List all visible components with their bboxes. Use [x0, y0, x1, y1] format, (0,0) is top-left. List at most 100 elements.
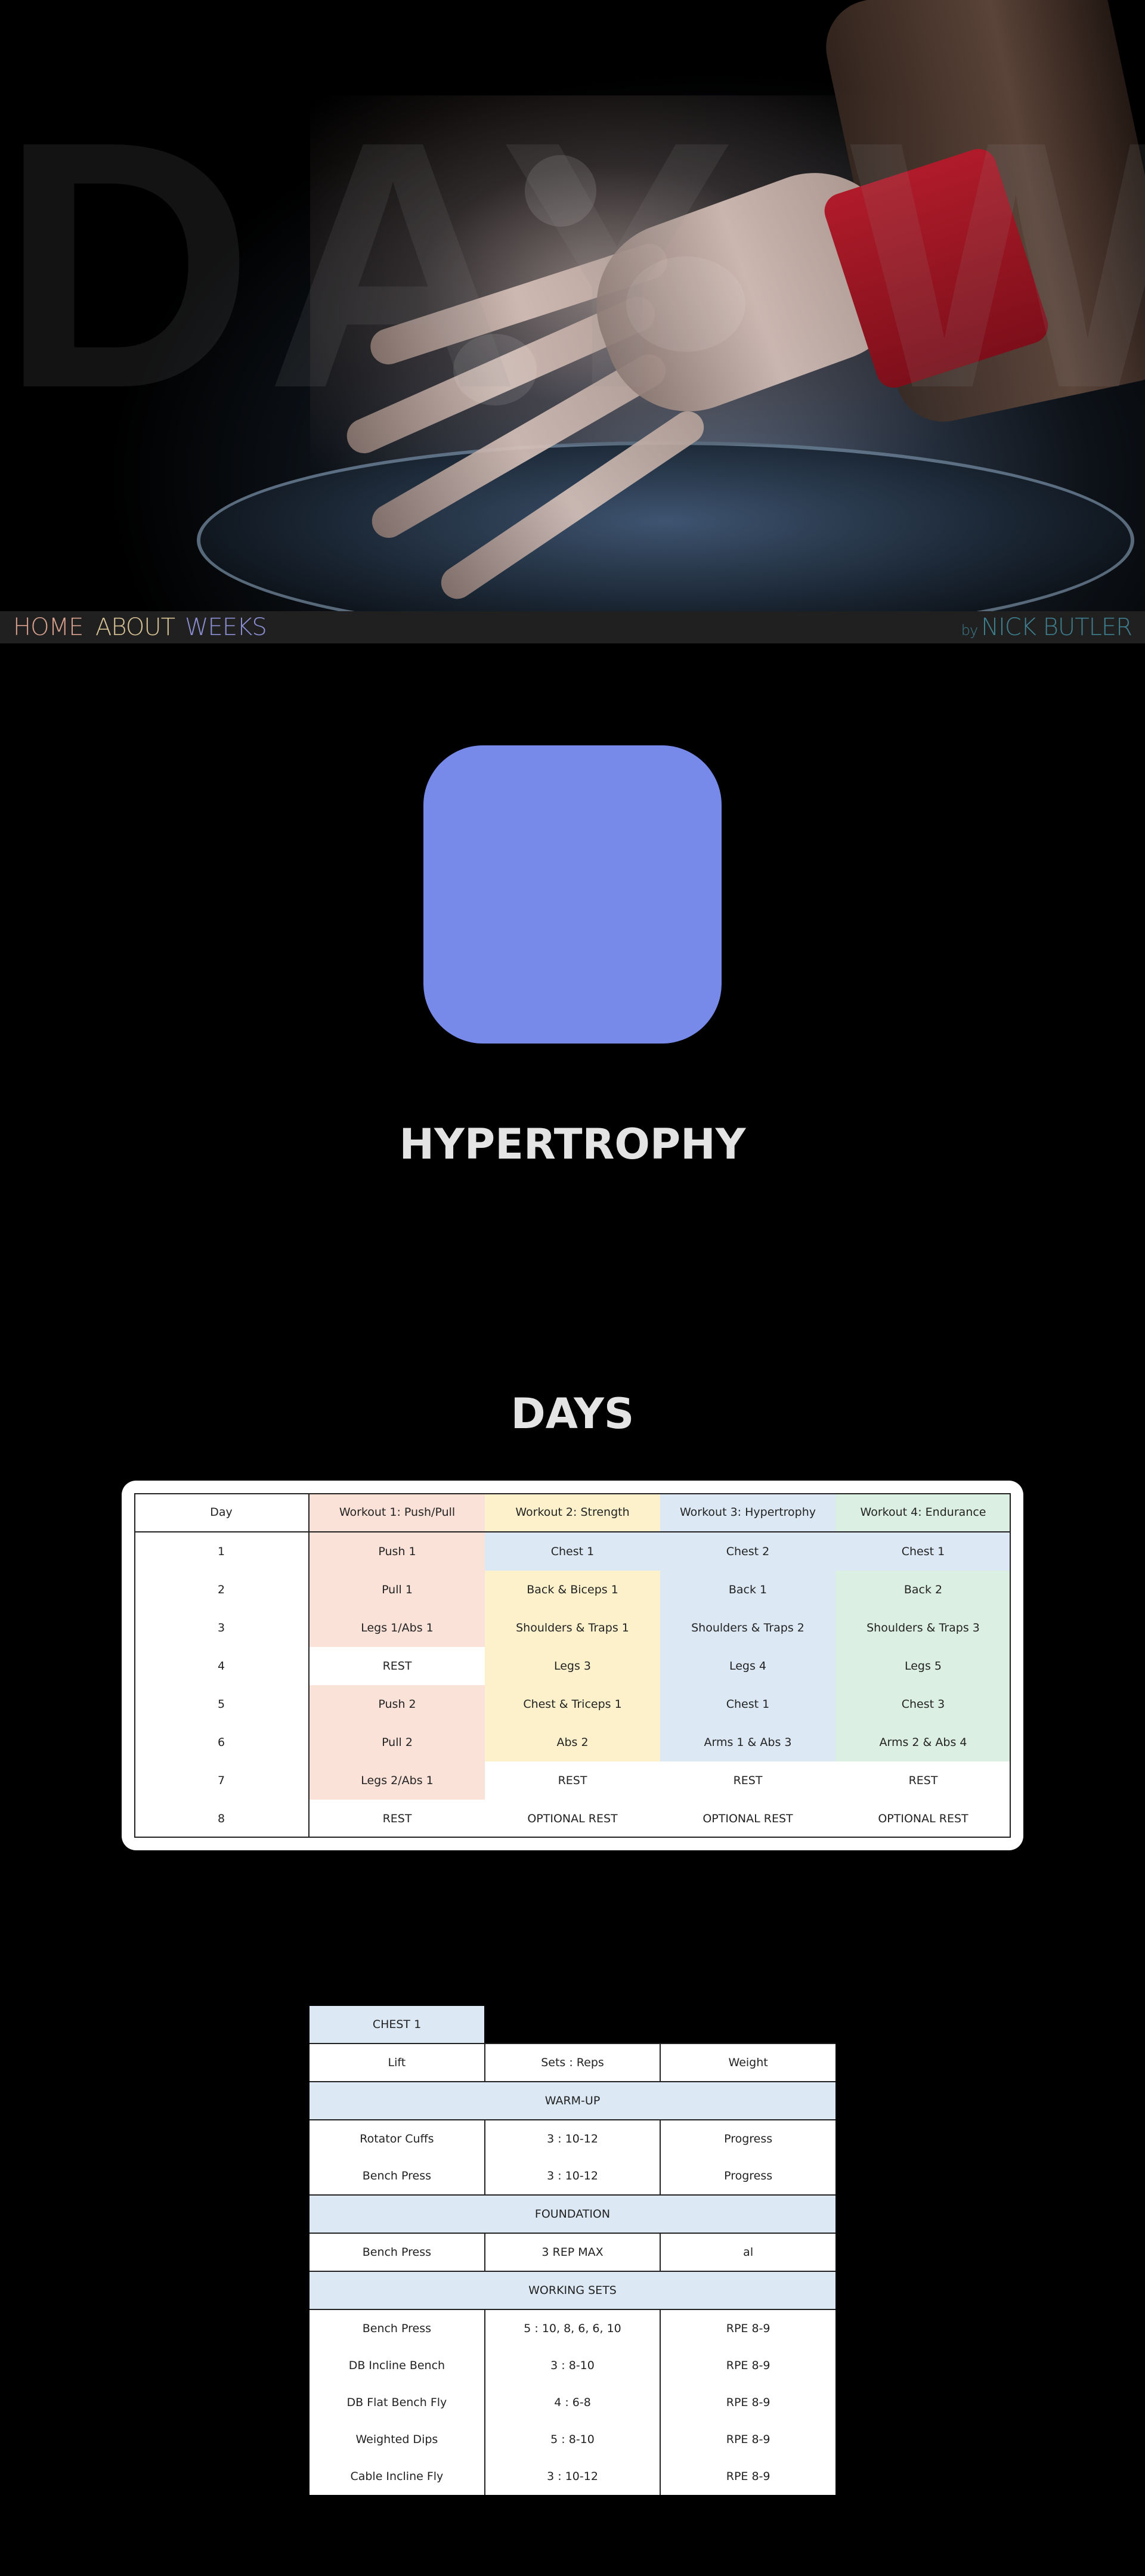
sets-reps: 5 : 10, 8, 6, 6, 10 [484, 2309, 661, 2347]
lift-name: Weighted Dips [310, 2421, 485, 2458]
table-row: 6 Pull 2 Abs 2 Arms 1 & Abs 3 Arms 2 & A… [134, 1723, 1011, 1761]
section-row-working-sets: WORKING SETS [310, 2271, 835, 2310]
chalk-dust [525, 155, 596, 227]
weight-value: Progress [724, 2132, 773, 2145]
day-number: 6 [134, 1723, 310, 1761]
sets-reps: 4 : 6-8 [484, 2384, 661, 2421]
workout-cell: Shoulders & Traps 3 [835, 1609, 1011, 1647]
workout-cell: Chest & Triceps 1 [485, 1685, 660, 1723]
table-row: 4 REST Legs 3 Legs 4 Legs 5 [134, 1647, 1011, 1685]
workout-cell: Back & Biceps 1 [485, 1571, 660, 1609]
table-row: DB Incline Bench 3 : 8-10 RPE 8-9 [310, 2347, 835, 2384]
lift-name: Rotator Cuffs [310, 2120, 485, 2157]
program-title: HYPERTROPHY [399, 1120, 746, 1169]
days-heading: DAYS [510, 1389, 635, 1438]
day-number: 7 [134, 1761, 310, 1800]
workout-cell: Legs 1/Abs 1 [309, 1609, 485, 1647]
chalk-bowl [197, 441, 1134, 611]
table-row: Rotator Cuffs 3 : 10-12 Progress [310, 2120, 835, 2157]
nav-about-link[interactable]: ABOUT [95, 614, 175, 641]
chalk-dust [453, 334, 537, 405]
workout-cell: Chest 1 [660, 1685, 835, 1723]
program-icon [423, 745, 722, 1044]
nav-weeks-link[interactable]: WEEKS [185, 614, 267, 641]
workout-cell: Back 2 [835, 1571, 1011, 1609]
table-row: Bench Press 3 REP MAX al [310, 2233, 835, 2271]
workout-cell: Chest 1 [485, 1532, 660, 1571]
days-header-workout-2: Workout 2: Strength [485, 1493, 660, 1532]
workout-cell: Legs 2/Abs 1 [309, 1761, 485, 1800]
workout-cell: REST [485, 1761, 660, 1800]
workout-cell: REST [309, 1647, 485, 1685]
sets-reps: 3 : 8-10 [484, 2347, 661, 2384]
days-table: Day Workout 1: Push/Pull Workout 2: Stre… [134, 1493, 1011, 1838]
workout-cell: OPTIONAL REST [485, 1800, 660, 1838]
days-header-workout-4: Workout 4: Endurance [835, 1493, 1011, 1532]
workout-header-row: Lift Sets : Reps Weight [310, 2043, 835, 2082]
sets-reps: 5 : 8-10 [484, 2421, 661, 2458]
workout-cell: Shoulders & Traps 1 [485, 1609, 660, 1647]
weight-value: RPE 8-9 [726, 2396, 770, 2409]
sets-reps: 3 REP MAX [484, 2233, 661, 2271]
weight-value: RPE 8-9 [726, 2359, 770, 2372]
day-number: 4 [134, 1647, 310, 1685]
weight-value: RPE 8-9 [726, 2433, 770, 2446]
weight-value: Progress [724, 2169, 773, 2182]
table-row: Weighted Dips 5 : 8-10 RPE 8-9 [310, 2421, 835, 2458]
workout-cell: Legs 4 [660, 1647, 835, 1685]
section-label: FOUNDATION [310, 2194, 835, 2234]
sets-reps: 3 : 10-12 [484, 2157, 661, 2195]
table-row: 3 Legs 1/Abs 1 Shoulders & Traps 1 Shoul… [134, 1609, 1011, 1647]
weight-value: al [743, 2246, 754, 2259]
section-row-foundation: FOUNDATION [310, 2194, 835, 2234]
workout-cell: Abs 2 [485, 1723, 660, 1761]
chalk-dust [626, 256, 745, 352]
lift-name: Bench Press [310, 2309, 485, 2347]
author-name: NICK BUTLER [981, 614, 1132, 641]
day-number: 8 [134, 1800, 310, 1838]
days-header-workout-1: Workout 1: Push/Pull [309, 1493, 485, 1532]
hero-banner: DAY W [0, 0, 1145, 611]
lift-name: DB Incline Bench [310, 2347, 485, 2384]
workout-cell: Pull 2 [309, 1723, 485, 1761]
workout-cell: Chest 1 [835, 1532, 1011, 1571]
workout-cell: Push 2 [309, 1685, 485, 1723]
sets-reps: 3 : 10-12 [484, 2120, 661, 2157]
day-number: 1 [134, 1532, 310, 1571]
hero-background-word: DAY W [0, 69, 1145, 462]
workout-sheet-tab[interactable]: CHEST 1 [310, 2006, 484, 2043]
lift-name: Bench Press [310, 2233, 485, 2271]
days-header-workout-3: Workout 3: Hypertrophy [660, 1493, 835, 1532]
workout-cell: Push 1 [309, 1532, 485, 1571]
table-row: Cable Incline Fly 3 : 10-12 RPE 8-9 [310, 2458, 835, 2495]
workout-cell: Arms 1 & Abs 3 [660, 1723, 835, 1761]
weight-value: RPE 8-9 [726, 2470, 770, 2483]
table-row: 8 REST OPTIONAL REST OPTIONAL REST OPTIO… [134, 1800, 1011, 1838]
sets-reps: 3 : 10-12 [484, 2458, 661, 2495]
table-row: DB Flat Bench Fly 4 : 6-8 RPE 8-9 [310, 2384, 835, 2421]
weight-value: RPE 8-9 [726, 2322, 770, 2335]
workout-cell: Pull 1 [309, 1571, 485, 1609]
table-row: 5 Push 2 Chest & Triceps 1 Chest 1 Chest… [134, 1685, 1011, 1723]
workout-cell: OPTIONAL REST [835, 1800, 1011, 1838]
section-label: WARM-UP [310, 2081, 835, 2120]
days-table-card: Day Workout 1: Push/Pull Workout 2: Stre… [122, 1481, 1023, 1850]
workout-header-weight: Weight [660, 2043, 835, 2082]
table-row: Bench Press 5 : 10, 8, 6, 6, 10 RPE 8-9 [310, 2309, 835, 2347]
workout-cell: Chest 2 [660, 1532, 835, 1571]
table-row: 7 Legs 2/Abs 1 REST REST REST [134, 1761, 1011, 1800]
workout-cell: REST [835, 1761, 1011, 1800]
workout-cell: Shoulders & Traps 2 [660, 1609, 835, 1647]
table-row: Bench Press 3 : 10-12 Progress [310, 2157, 835, 2195]
days-header-day: Day [134, 1493, 310, 1532]
day-number: 3 [134, 1609, 310, 1647]
workout-cell: Legs 3 [485, 1647, 660, 1685]
nav-home-link[interactable]: HOME [13, 614, 83, 641]
section-row-warmup: WARM-UP [310, 2081, 835, 2120]
workout-cell: REST [309, 1800, 485, 1838]
table-row: 1 Push 1 Chest 1 Chest 2 Chest 1 [134, 1532, 1011, 1571]
days-table-header-row: Day Workout 1: Push/Pull Workout 2: Stre… [134, 1493, 1011, 1532]
workout-cell: OPTIONAL REST [660, 1800, 835, 1838]
lift-name: Bench Press [310, 2157, 485, 2195]
